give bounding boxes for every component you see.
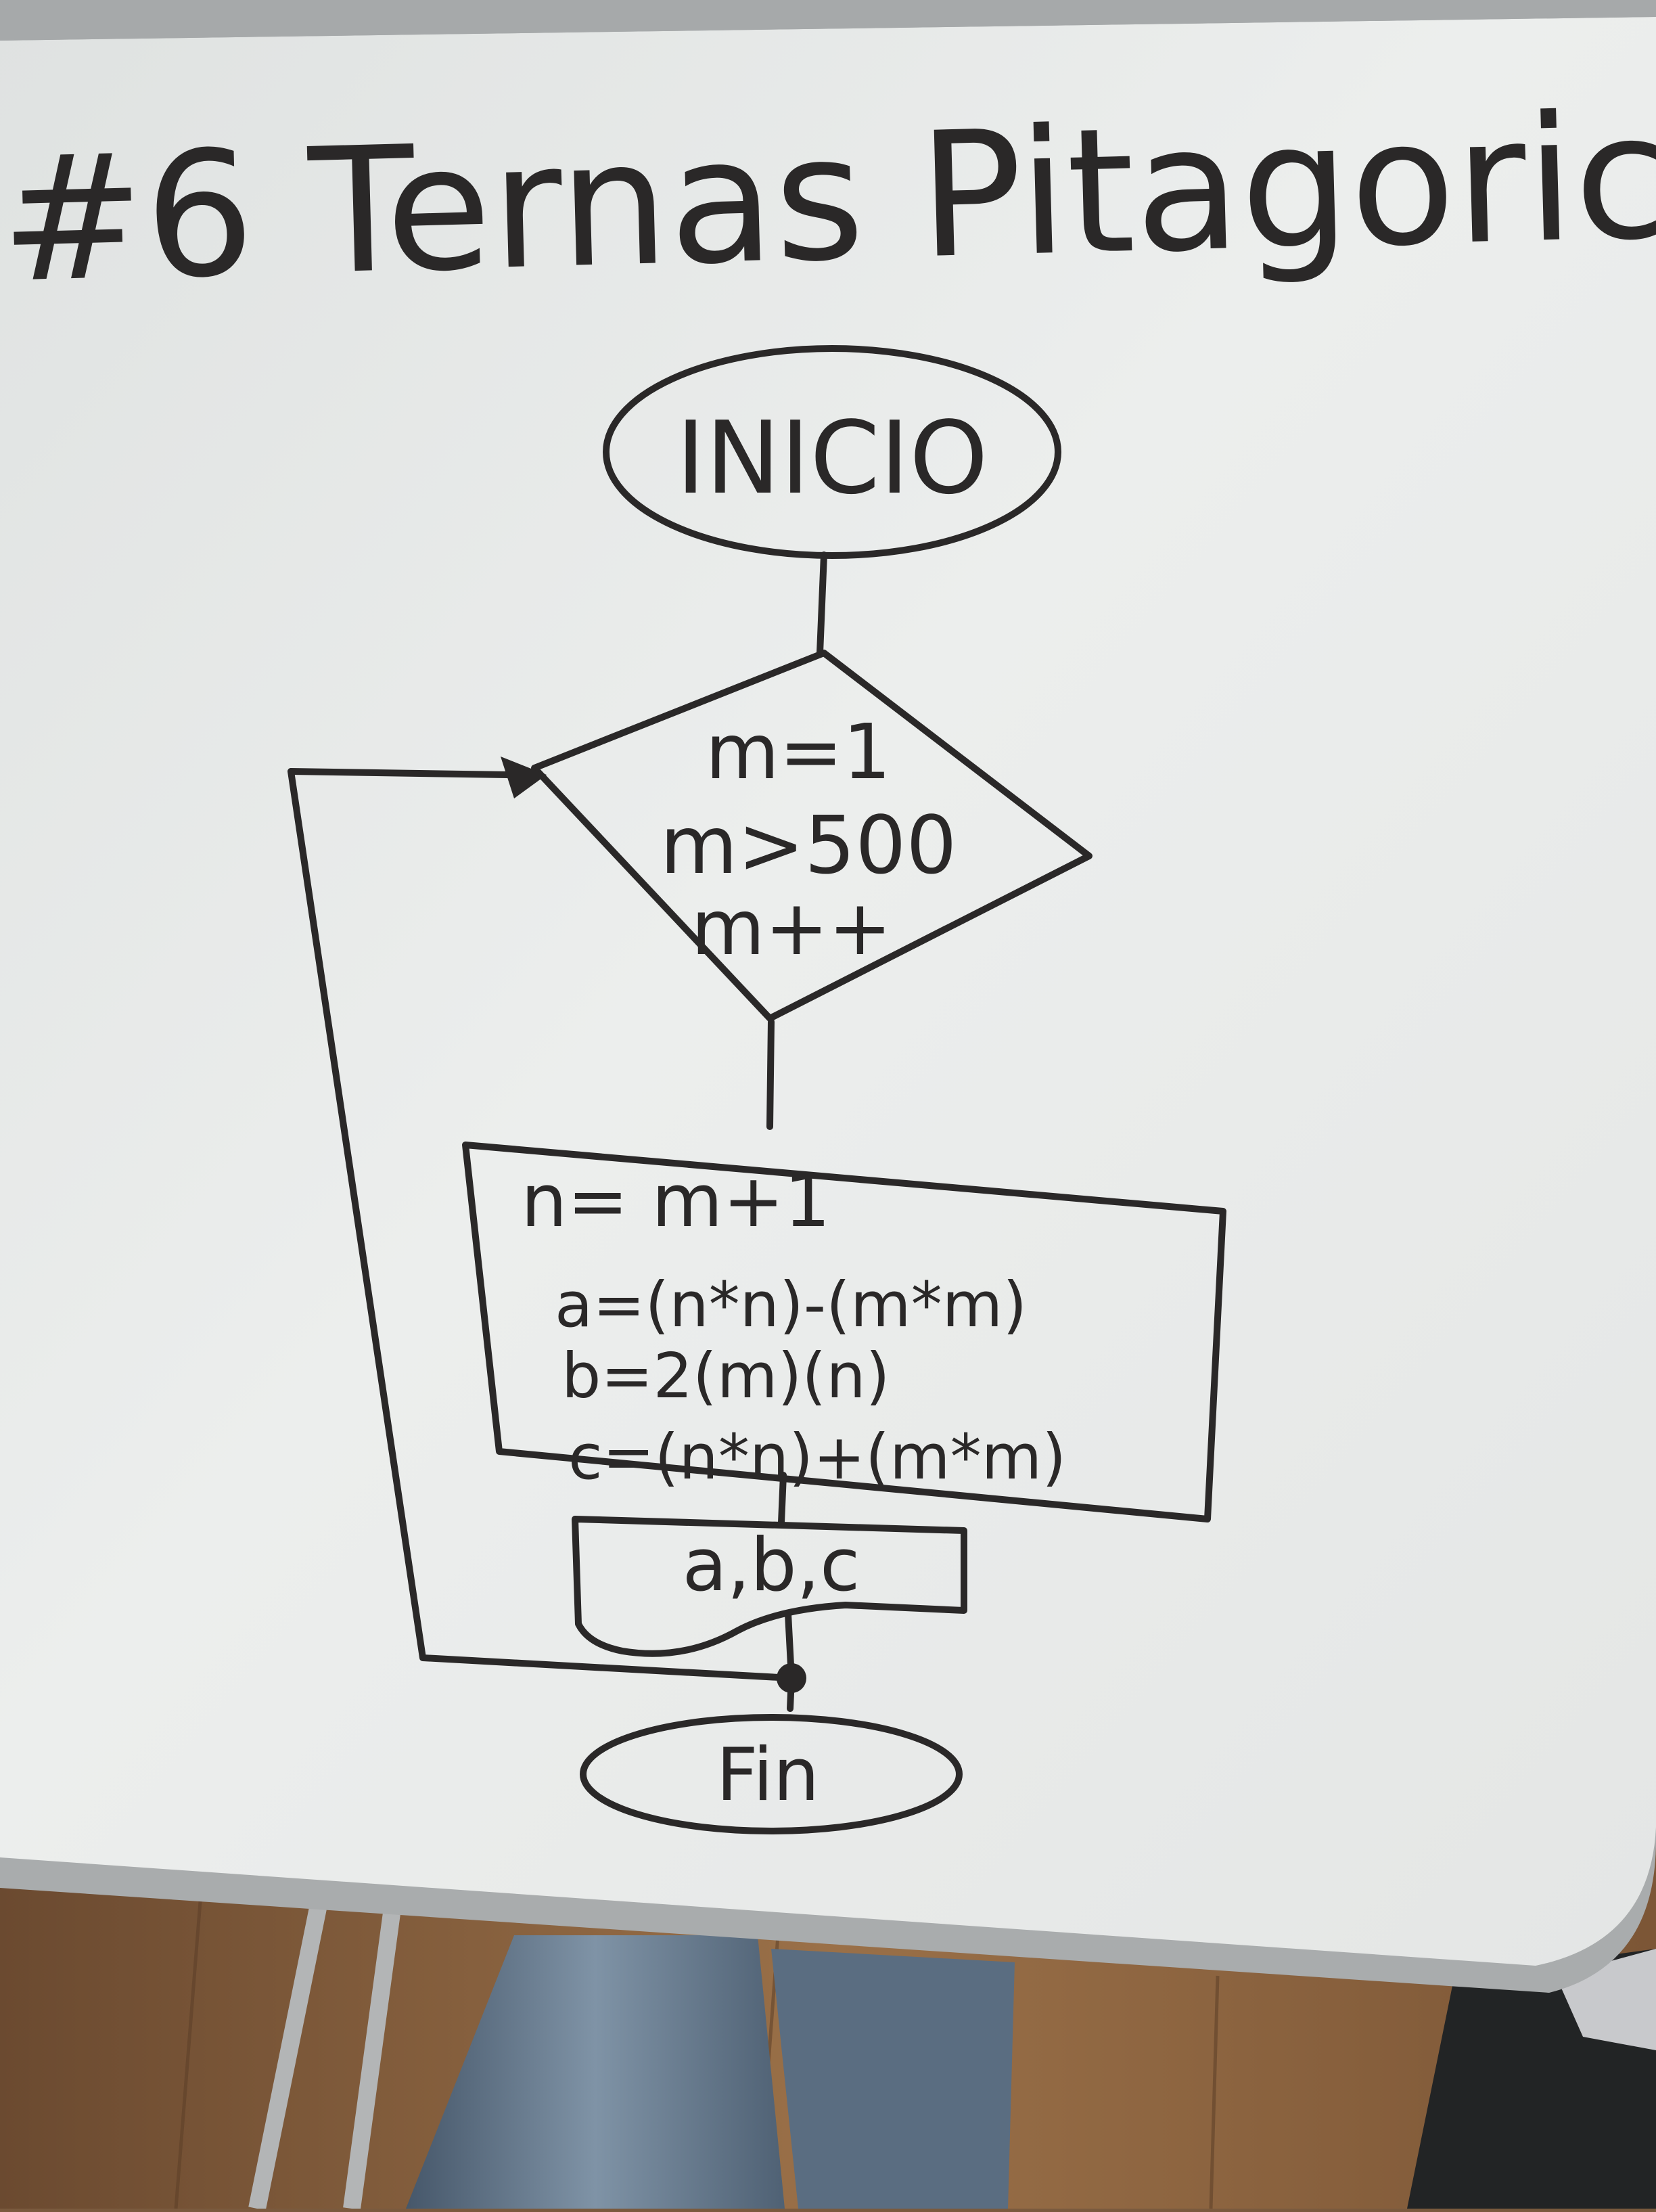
- connector-decision-process: [766, 1018, 775, 1130]
- loop-condition-label: m>500: [660, 798, 957, 892]
- connector-start-decision: [816, 551, 827, 656]
- output-label: a,b,c: [683, 1523, 860, 1608]
- output-document: [572, 1516, 967, 1657]
- loop-increment-label: m++: [691, 884, 892, 972]
- junction-dot: [777, 1663, 806, 1693]
- process-box: [462, 1142, 1226, 1522]
- board-title: #6 Ternas Pitagoricas: [0, 72, 1656, 321]
- end-terminal: [580, 1714, 963, 1834]
- whiteboard-top-edge: [0, 0, 1656, 41]
- flowchart: [288, 345, 1226, 1834]
- loop-arrowhead: [501, 757, 547, 798]
- jeans: [406, 1935, 785, 2209]
- connector-process-output: [778, 1472, 787, 1526]
- start-terminal: [603, 345, 1061, 559]
- start-label: INICIO: [676, 400, 988, 516]
- loop-back-line: [288, 768, 795, 1681]
- jeans-right: [771, 1949, 1015, 2209]
- loop-decision-diamond: [531, 650, 1092, 1022]
- process-line-1: n= m+1: [521, 1159, 831, 1244]
- chair-legs: [248, 1906, 401, 2211]
- process-line-4: c=(n*n)+(m*m): [568, 1421, 1066, 1493]
- process-line-2: a=(n*n)-(m*m): [555, 1269, 1027, 1341]
- process-line-3: b=2(m)(n): [561, 1340, 890, 1412]
- end-label: Fin: [716, 1733, 820, 1818]
- loop-init-label: m=1: [706, 708, 891, 796]
- flowchart-labels: INICIO m=1 m>500 m++ n= m+1 a=(n*n)-(m*m…: [521, 400, 1066, 1818]
